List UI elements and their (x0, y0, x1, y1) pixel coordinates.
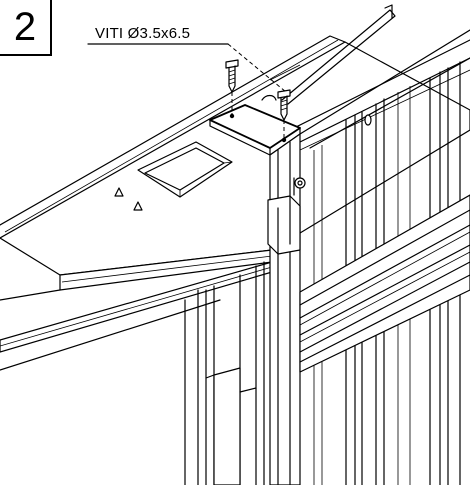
corner-post (267, 133, 306, 485)
screw-callout-label: VITI Ø3.5x6.5 (95, 25, 191, 42)
cap-plate (137, 141, 233, 198)
side-rail (299, 194, 470, 373)
step-number-box: 2 (0, 0, 52, 56)
lower-frame (184, 261, 265, 485)
screw-icon (225, 59, 239, 93)
pin-group (114, 187, 143, 211)
step-number: 2 (13, 5, 37, 49)
